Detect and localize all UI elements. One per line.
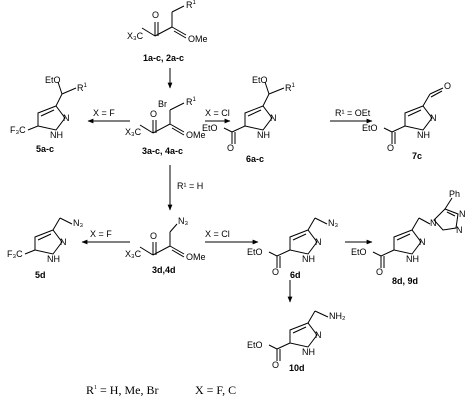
label-n-8: N xyxy=(419,237,426,247)
compound-8d-label: 8d, 9d xyxy=(392,276,419,286)
label-ome-1: OMe xyxy=(188,34,208,44)
label-n-5d: N xyxy=(60,237,67,247)
label-o-7-aldehyde: O xyxy=(444,81,452,91)
structure-6d xyxy=(268,217,328,268)
condition-r1-oet: R¹ = OEt xyxy=(335,108,371,118)
condition-x-f: X = F xyxy=(93,108,115,118)
label-n-10: N xyxy=(315,330,322,340)
compound-6-label: 6a-c xyxy=(246,154,265,164)
label-o-6d: O xyxy=(272,267,280,277)
label-eto-6-ester: EtO xyxy=(202,123,218,133)
structure-8d xyxy=(372,197,459,268)
label-n-6d: N xyxy=(315,237,322,247)
label-x3c-3d: X₃C xyxy=(125,249,142,259)
label-nh-10: NH xyxy=(302,347,315,357)
compound-6d-label: 6d xyxy=(290,270,301,280)
label-eto-6d: EtO xyxy=(247,247,263,257)
condition-r1-h: R¹ = H xyxy=(177,181,204,191)
structure-1 xyxy=(141,5,187,39)
compound-7c-label: 7c xyxy=(412,151,423,161)
label-nh-6d: NH xyxy=(302,254,315,264)
label-x3c-3: X₃C xyxy=(125,127,142,137)
label-br-3: Br xyxy=(158,99,167,109)
label-o-8: O xyxy=(376,267,384,277)
compound-3-label: 3a-c, 4a-c xyxy=(142,146,184,156)
label-nh-8: NH xyxy=(406,254,419,264)
label-eto-7: EtO xyxy=(362,123,378,133)
condition-x-f-2: X = F xyxy=(90,229,112,239)
label-o-1: O xyxy=(152,10,160,20)
label-n2-triazole: N xyxy=(456,225,463,235)
label-r1-6: R1 xyxy=(285,83,295,93)
label-f3c-5: F₃C xyxy=(10,125,26,135)
label-o-10: O xyxy=(272,360,280,370)
label-ome-3: OMe xyxy=(186,130,206,140)
label-n-6: N xyxy=(270,113,277,123)
legend-r1: R1 = H, Me, Br xyxy=(86,383,159,397)
label-nh-5: NH xyxy=(50,130,63,140)
label-x3c-1: X₃C xyxy=(127,31,144,41)
label-n3-3d: N₃ xyxy=(178,216,189,226)
label-n-7: N xyxy=(430,113,437,123)
label-eto-5: EtO xyxy=(45,75,61,85)
label-eto-8: EtO xyxy=(351,247,367,257)
compound-10d-label: 10d xyxy=(289,363,305,373)
label-n3-5d: N₃ xyxy=(73,218,84,228)
structure-7c xyxy=(383,87,444,144)
label-nh-6: NH xyxy=(257,130,270,140)
structure-3d xyxy=(139,223,185,258)
compound-5d-label: 5d xyxy=(35,270,46,280)
condition-x-cl-2: X = Cl xyxy=(205,229,230,239)
structure-3 xyxy=(139,102,185,136)
label-r1-1: R1 xyxy=(186,0,196,10)
label-o-6: O xyxy=(227,143,235,153)
label-n3-6d: N₃ xyxy=(328,218,339,228)
label-ome-3d: OMe xyxy=(186,252,206,262)
label-ph: Ph xyxy=(449,189,461,199)
label-nh2-10: NH₂ xyxy=(329,311,346,321)
label-n3-triazole: N xyxy=(459,209,466,219)
label-nh-5d: NH xyxy=(47,254,60,264)
compound-3d-label: 3d,4d xyxy=(152,265,176,275)
label-n-5: N xyxy=(63,113,70,123)
structure-5 xyxy=(27,81,77,131)
label-n1-triazole: N xyxy=(430,218,437,228)
label-eto-6: EtO xyxy=(252,75,268,85)
structure-6 xyxy=(223,81,285,144)
structure-5d xyxy=(24,217,73,255)
label-o-3d: O xyxy=(150,231,158,241)
condition-x-cl: X = Cl xyxy=(205,108,230,118)
label-eto-10: EtO xyxy=(247,340,263,350)
structure-10d xyxy=(268,310,329,361)
label-r1-5: R1 xyxy=(77,83,87,93)
compound-1-label: 1a-c, 2a-c xyxy=(143,53,185,63)
compound-5-label: 5a-c xyxy=(36,144,55,154)
label-o-3: O xyxy=(150,109,158,119)
label-f3c-5d: F₃C xyxy=(7,249,23,259)
label-o-7-ester: O xyxy=(387,143,395,153)
legend-x: X = F, C xyxy=(195,383,237,397)
label-r1-3: R1 xyxy=(186,97,196,107)
label-nh-7: NH xyxy=(417,130,430,140)
